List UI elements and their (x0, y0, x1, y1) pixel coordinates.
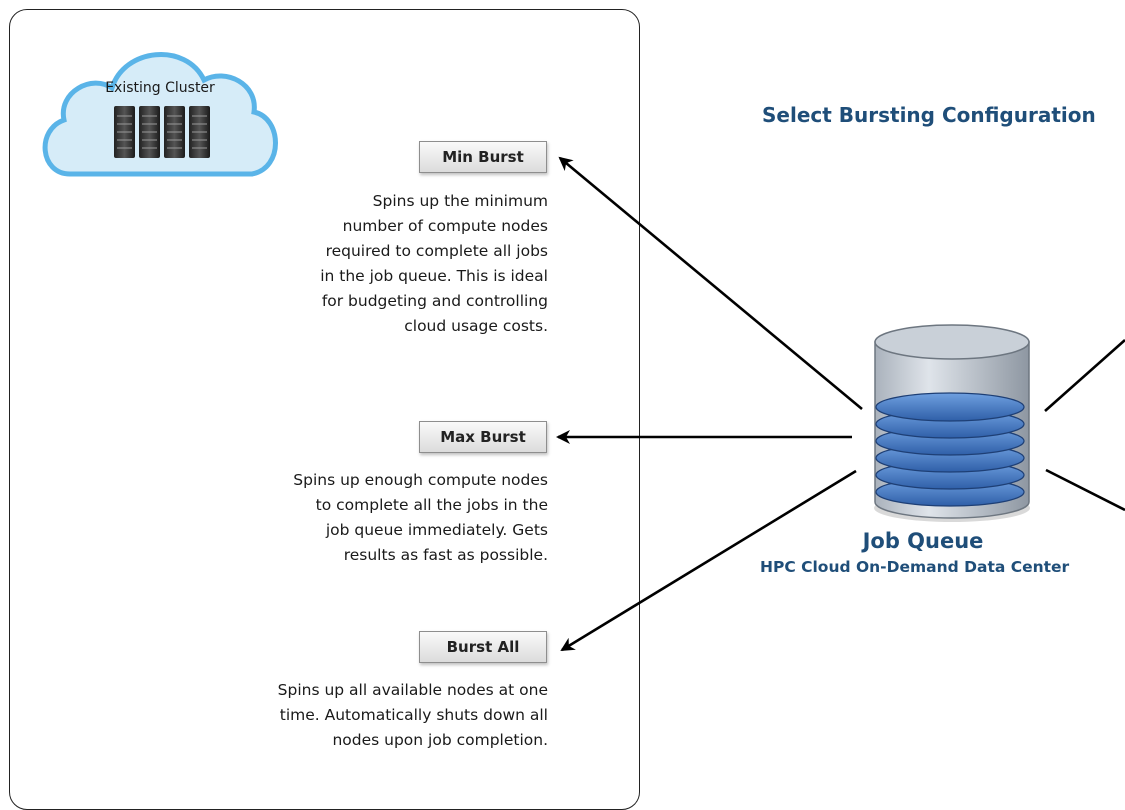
burst-all-description: Spins up all available nodes at one time… (277, 681, 548, 749)
cloud-label: Existing Cluster (105, 80, 215, 96)
server-rack-icon (114, 106, 210, 158)
job-queue-title: Job Queue (862, 529, 984, 553)
min-burst-button[interactable]: Min Burst (419, 141, 547, 173)
min-burst-description: Spins up the minimum number of compute n… (320, 192, 548, 335)
connector-line-lower (1045, 468, 1125, 512)
max-burst-description: Spins up enough compute nodes to complet… (293, 471, 548, 564)
connector-line-upper (1044, 339, 1125, 412)
arrow-to-min-burst (558, 156, 863, 410)
job-queue-subtitle: HPC Cloud On-Demand Data Center (760, 558, 1070, 576)
cloud-icon (42, 52, 278, 177)
arrow-to-burst-all (560, 469, 857, 652)
database-icon (874, 324, 1030, 522)
page-title: Select Bursting Configuration (762, 103, 1096, 127)
max-burst-button[interactable]: Max Burst (419, 421, 547, 453)
burst-all-button[interactable]: Burst All (419, 631, 547, 663)
